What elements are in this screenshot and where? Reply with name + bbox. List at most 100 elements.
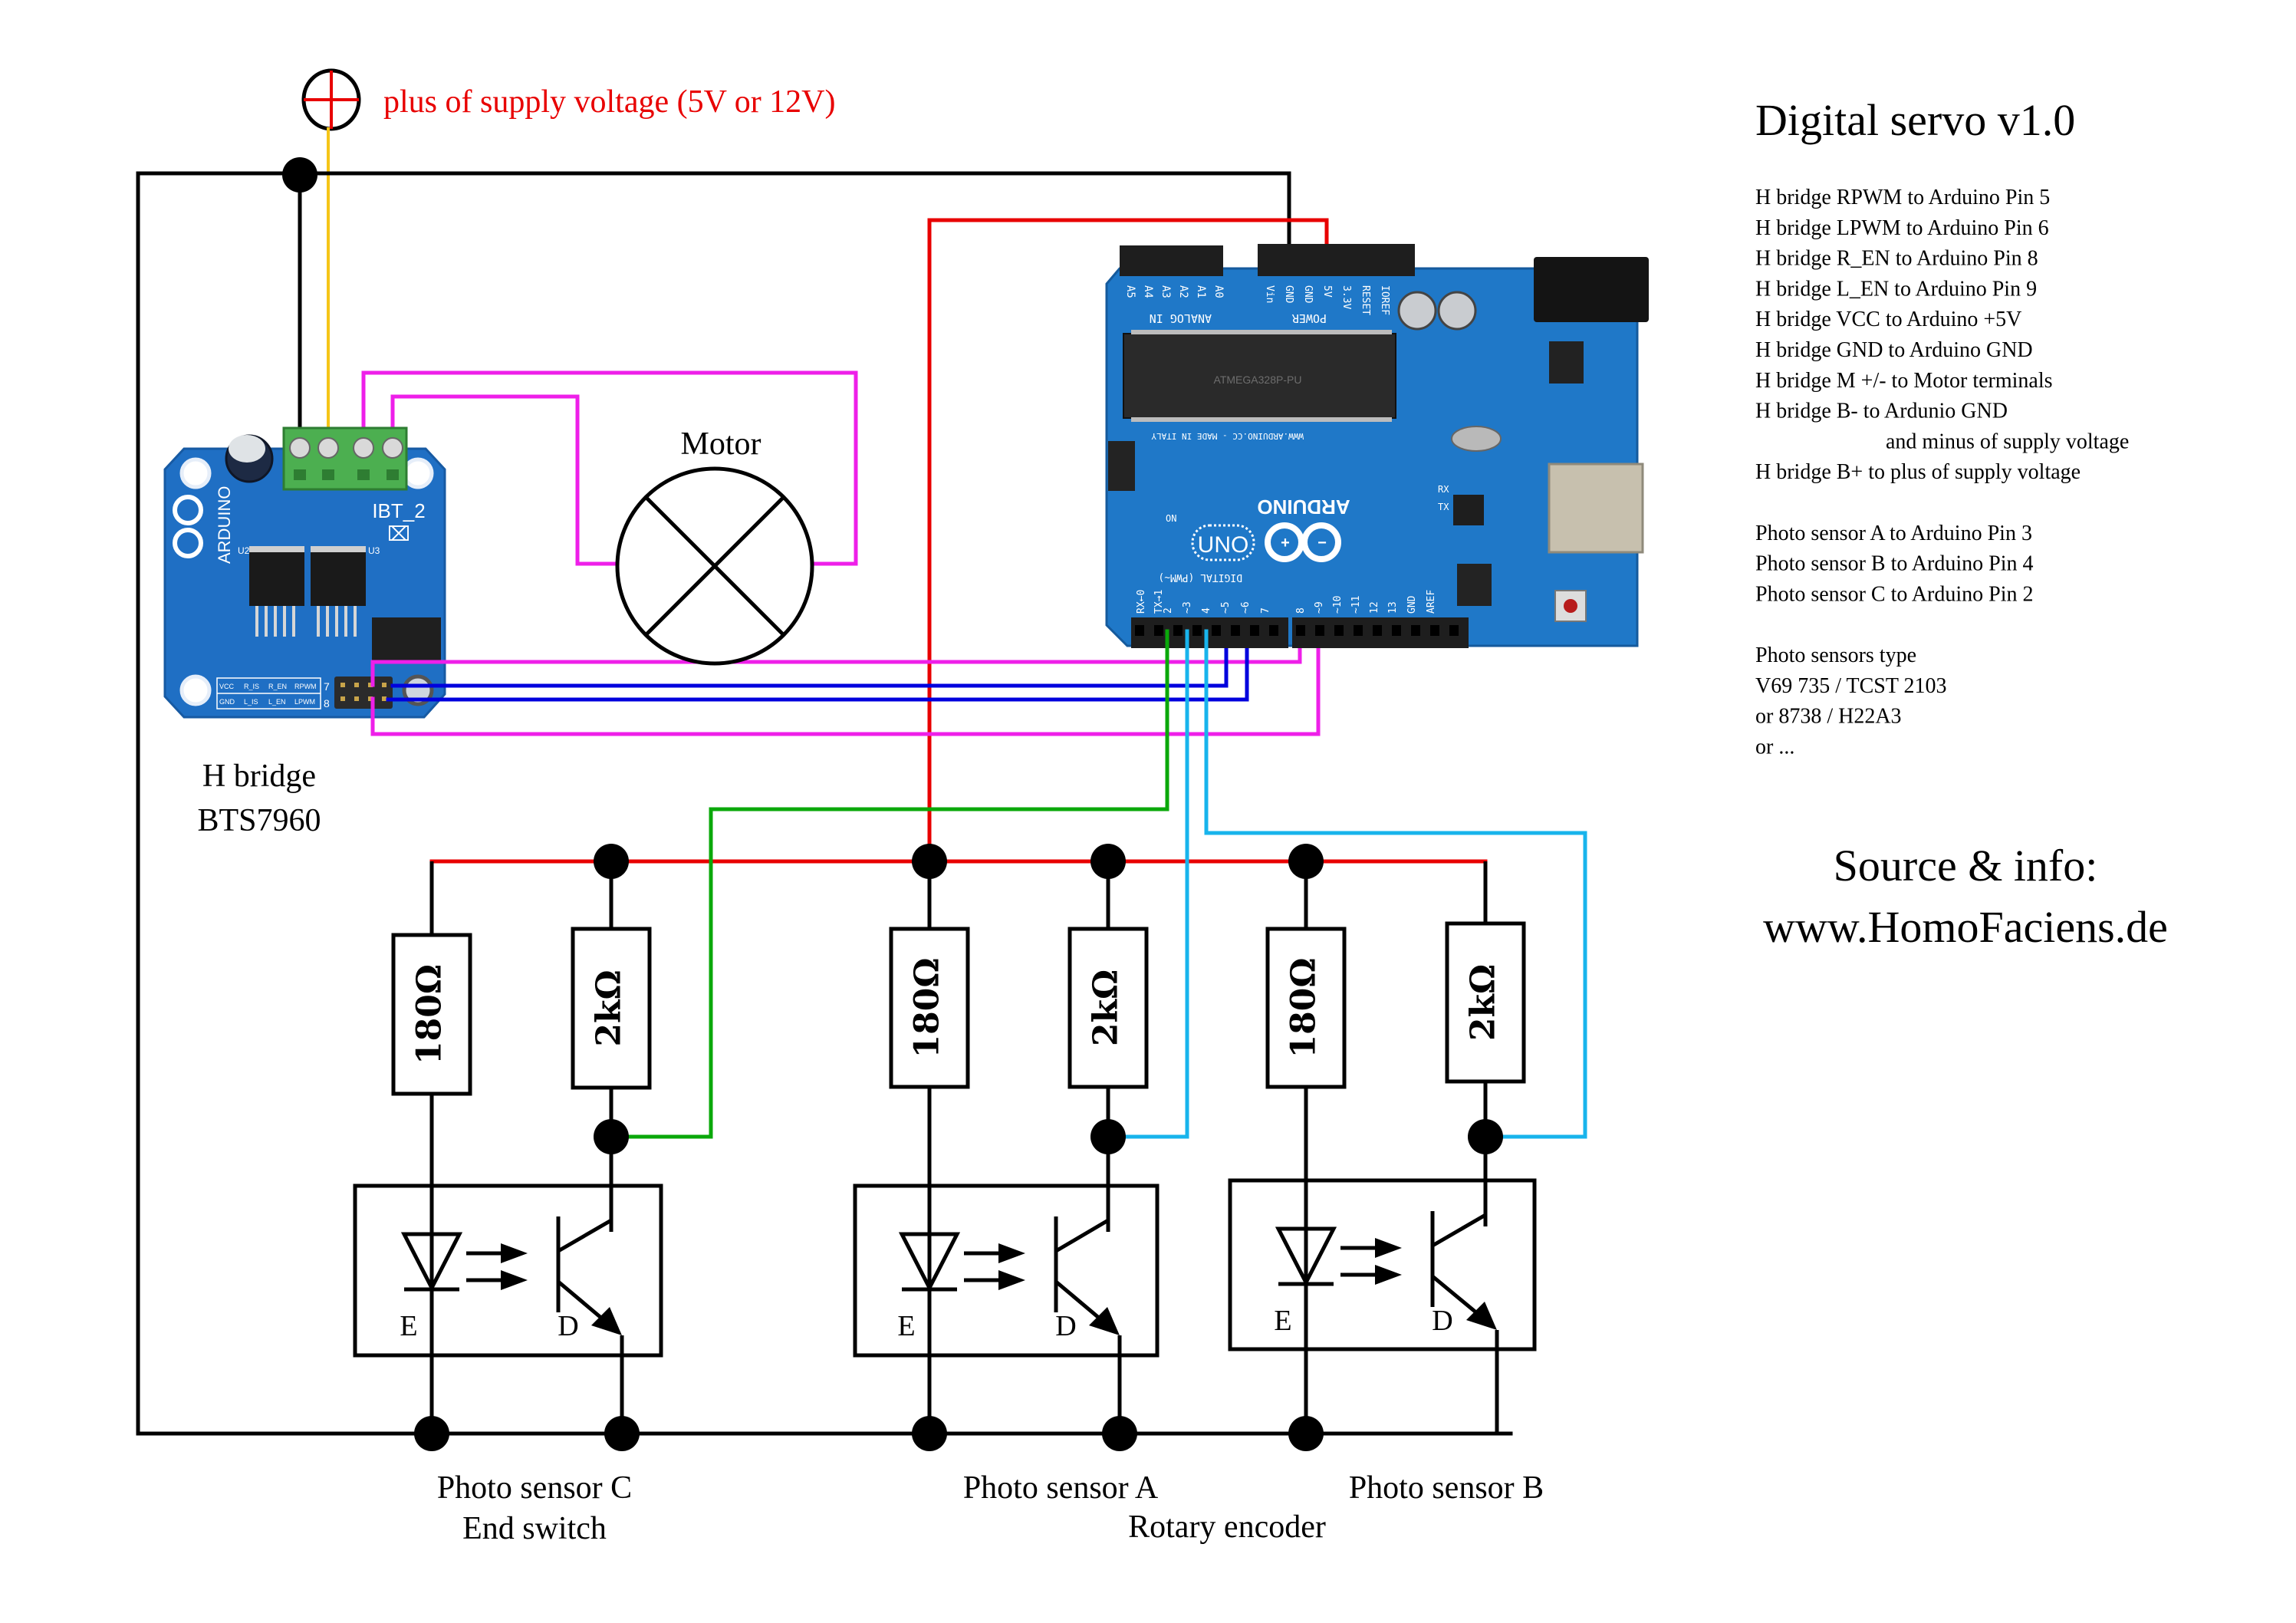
led-resistor-value: 180Ω — [1285, 957, 1324, 1058]
pullup-resistor — [1445, 921, 1526, 1084]
pin-label: IOREF — [1379, 285, 1390, 315]
phototransistor-emitter-icon — [1054, 1280, 1106, 1324]
digital-pin-labels: RX←0 TX→1 2 ~3 4 ~5 ~6 7 8 ~9 ~10 ~11 12… — [1136, 590, 1437, 614]
icsp-header-2[interactable] — [1457, 564, 1492, 606]
pin-label: 12 — [1369, 601, 1380, 614]
optocoupler-housing — [353, 1184, 663, 1358]
row-number: 7 — [324, 680, 330, 693]
mount-hole-icon — [179, 674, 212, 706]
note-line: H bridge M +/- to Motor terminals — [1755, 369, 2053, 393]
light-arrowhead-icon — [1375, 1265, 1402, 1285]
pin-label: RX←0 — [1136, 590, 1147, 614]
pin-label: R_EN — [268, 683, 287, 690]
arduino-website: WWW.ARDUINO.CC - MADE IN ITALY — [1151, 431, 1304, 441]
emitter-arrow-icon — [1089, 1307, 1120, 1335]
pin-label: ~11 — [1350, 596, 1362, 614]
usb-port[interactable] — [1548, 463, 1644, 554]
hbridge-label-line1: H bridge — [202, 759, 316, 794]
chip-label: ATMEGA328P-PU — [1214, 374, 1302, 386]
led-diode-icon — [400, 1232, 463, 1292]
arduino-logo-icon — [173, 495, 203, 525]
row-number: 8 — [324, 697, 330, 709]
emitter-label: E — [400, 1310, 417, 1342]
on-led-label: ON — [1166, 513, 1176, 524]
led-diode-icon — [898, 1232, 961, 1292]
mount-hole-icon — [179, 457, 212, 489]
power-header[interactable] — [1258, 244, 1415, 276]
pin-label: 8 — [1295, 607, 1307, 614]
pullup-resistor — [1067, 927, 1149, 1089]
arduino-uno-board: ANALOG IN POWER Vin GND GND 5V 3.3V RESE… — [1105, 244, 1649, 648]
pin-label: ~9 — [1314, 601, 1325, 614]
connection-notes: H bridge RPWM to Arduino Pin 5H bridge L… — [1755, 186, 2129, 759]
sensor-role-label: End switch — [462, 1511, 607, 1546]
source-url[interactable]: www.HomoFaciens.de — [1763, 902, 2168, 952]
pin-label: 7 — [1260, 607, 1271, 614]
mount-hole-icon — [402, 674, 434, 706]
arduino-infinity-logo-icon — [1301, 522, 1341, 562]
pin-label: 13 — [1387, 601, 1399, 614]
note-line: or 8738 / H22A3 — [1755, 705, 1902, 729]
chip-u3-label: U3 — [368, 545, 380, 556]
chip-u3 — [311, 548, 366, 606]
icsp-header[interactable] — [1108, 441, 1135, 491]
motor-symbol — [615, 466, 814, 666]
power-jack[interactable] — [1534, 257, 1649, 322]
pin-label: A5 — [1124, 285, 1136, 298]
source-heading: Source & info: — [1834, 841, 2098, 891]
power-pin-labels: Vin GND GND 5V 3.3V RESET IOREF — [1264, 285, 1390, 315]
pin-label: RPWM — [294, 683, 317, 690]
digital-section-label: DIGITAL (PWM~) — [1158, 571, 1242, 583]
capacitor-icon — [1437, 291, 1477, 331]
light-arrowhead-icon — [998, 1243, 1025, 1263]
note-line: and minus of supply voltage — [1886, 430, 2129, 453]
arduino-brand: ARDUINO — [1257, 495, 1350, 519]
detector-label: D — [1055, 1310, 1076, 1342]
analog-header[interactable] — [1120, 245, 1223, 276]
chip-u2 — [249, 548, 304, 606]
pin-label: A1 — [1195, 285, 1207, 298]
phototransistor-collector-icon — [1054, 1218, 1110, 1253]
pullup-resistor-value: 2kΩ — [1464, 964, 1503, 1041]
sensor-name-label: Photo sensor C — [437, 1470, 632, 1506]
voltage-regulator — [1549, 341, 1584, 384]
optocoupler-housing — [1228, 1178, 1537, 1351]
pin-label: VCC — [219, 683, 235, 690]
uno-badge — [1191, 524, 1255, 561]
pin-label: GND — [1283, 285, 1294, 304]
note-line: or ... — [1755, 735, 1794, 759]
signal-junction-node — [1090, 1119, 1126, 1154]
supply-plus-symbol — [301, 68, 361, 131]
pin-label: GND — [219, 698, 235, 706]
emitter-label: E — [897, 1310, 915, 1342]
pin-label: A0 — [1212, 285, 1225, 298]
note-line: V69 735 / TCST 2103 — [1755, 674, 1946, 698]
reset-button-icon[interactable] — [1564, 599, 1577, 613]
note-line: H bridge L_EN to Arduino Pin 9 — [1755, 277, 2037, 301]
note-line: Photo sensor B to Arduino Pin 4 — [1755, 552, 2033, 576]
light-arrowhead-icon — [1375, 1238, 1402, 1258]
arduino-model: UNO — [1198, 532, 1249, 558]
detector-label: D — [558, 1310, 578, 1342]
led-resistor-value: 180Ω — [908, 957, 947, 1058]
arduino-logo-icon — [173, 528, 203, 558]
usb-controller-chip — [1453, 495, 1484, 525]
sensor-c-signal-wire — [609, 629, 1169, 1139]
note-line: H bridge GND to Arduino GND — [1755, 338, 2033, 362]
led-resistor — [391, 933, 472, 1096]
sensor-a-signal-wire — [1106, 629, 1189, 1139]
supply-junction-node — [1090, 844, 1126, 879]
hbridge-pin-header[interactable] — [334, 677, 393, 709]
note-line: H bridge B+ to plus of supply voltage — [1755, 460, 2081, 484]
light-arrowhead-icon — [501, 1270, 528, 1290]
emitter-arrow-icon — [591, 1307, 622, 1335]
rpwm-wire — [370, 642, 1302, 687]
pin-label: GND — [1302, 285, 1314, 304]
hbridge-board: ARDUINO IBT_2 ⌧ U2 U3 VCC R_IS R_EN RPWM… — [163, 426, 446, 719]
led-resistor — [889, 927, 970, 1089]
ground-junction-node — [1288, 1416, 1324, 1451]
pin-label: ~6 — [1240, 601, 1252, 614]
crystal-icon — [1451, 426, 1502, 452]
